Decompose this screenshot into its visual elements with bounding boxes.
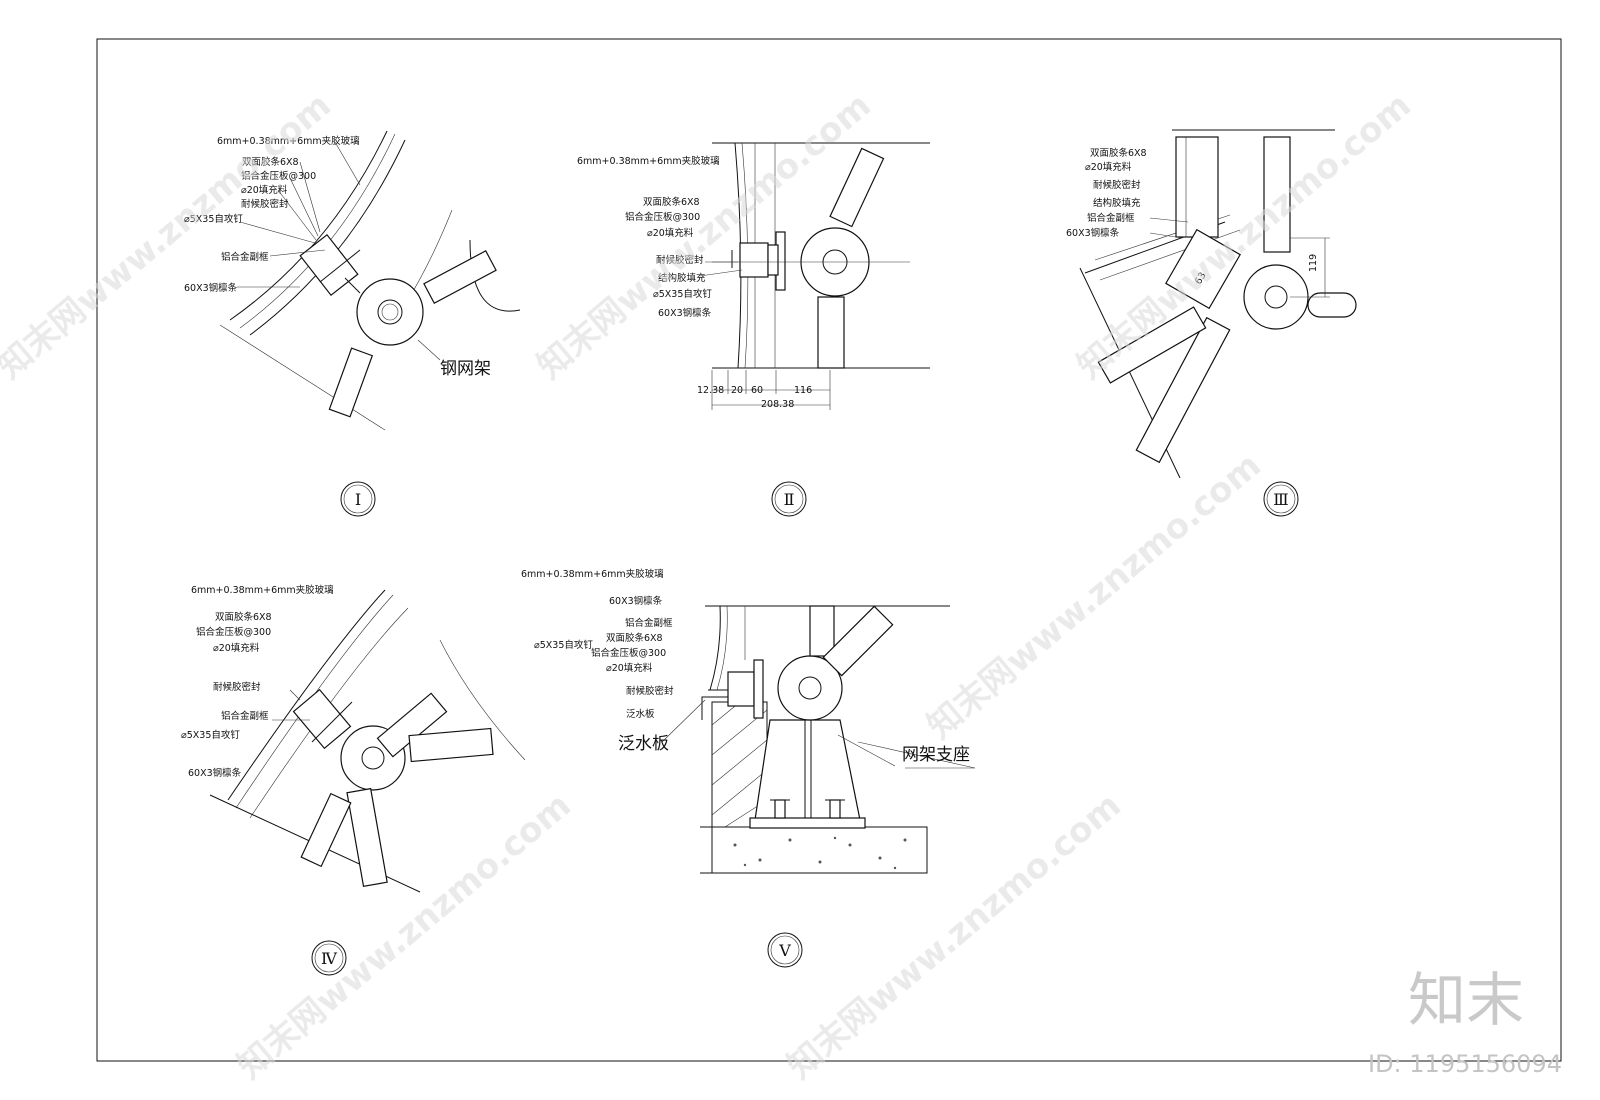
dim-2-d: 116 [794,385,812,396]
label-4-tape: 双面胶条6X8 [215,611,272,623]
detail-4: 6mm+0.38mm+6mm夹胶玻璃 双面胶条6X8 铝合金压板@300 ⌀20… [181,584,526,976]
detail-1-number: Ⅰ [355,490,361,509]
label-5-flashing-small: 泛水板 [626,708,655,720]
label-5-sealant: 耐候胶密封 [626,685,674,697]
label-1-glass: 6mm+0.38mm+6mm夹胶玻璃 [217,135,360,147]
label-4-glass: 6mm+0.38mm+6mm夹胶玻璃 [191,584,334,596]
label-5-subframe: 铝合金副框 [625,617,673,629]
label-4-subframe: 铝合金副框 [221,710,269,722]
label-1-screw: ⌀5X35自攻钉 [184,213,243,225]
label-1-sealant: 耐候胶密封 [241,198,289,210]
label-5-plate: 铝合金压板@300 [591,647,666,659]
sheet-border [96,38,1562,1062]
label-3-tape: 双面胶条6X8 [1090,147,1147,159]
label-1-plate: 铝合金压板@300 [241,170,316,182]
label-2-screw: ⌀5X35自攻钉 [653,288,712,300]
watermark-text: 知末网www.znzmo.com [230,785,579,1087]
label-2-tape: 双面胶条6X8 [643,196,700,208]
dim-3-a: 119 [1308,254,1319,272]
watermark-logo: 知末 [1408,966,1524,1034]
label-2-glass: 6mm+0.38mm+6mm夹胶玻璃 [577,155,720,167]
label-2-filler: ⌀20填充料 [647,227,694,239]
label-5-tape: 双面胶条6X8 [606,632,663,644]
label-5-flashing: 泛水板 [618,734,669,754]
watermark-text: 知末网www.znzmo.com [0,85,339,387]
detail-5-number: Ⅴ [778,941,791,960]
label-2-structural: 结构胶填充 [658,272,706,284]
label-3-filler: ⌀20填充料 [1085,161,1132,173]
label-2-sealant: 耐候胶密封 [656,254,704,266]
watermark-text: 知末网www.znzmo.com [920,445,1269,747]
label-1-tape: 双面胶条6X8 [242,156,299,168]
detail-3: 119 63 双面胶条6X8 ⌀20填充料 耐候胶密封 结构胶填充 铝合金副框 … [1066,129,1357,517]
detail-2: 6mm+0.38mm+6mm夹胶玻璃 双面胶条6X8 铝合金压板@300 ⌀20… [577,142,930,517]
label-5-filler: ⌀20填充料 [606,662,653,674]
label-3-structural: 结构胶填充 [1093,197,1141,209]
label-3-subframe: 铝合金副框 [1087,212,1135,224]
detail-5: 6mm+0.38mm+6mm夹胶玻璃 60X3钢檩条 铝合金副框 双面胶条6X8… [521,568,976,968]
label-4-plate: 铝合金压板@300 [196,626,271,638]
dim-2-a: 12.38 [697,385,724,396]
label-5-purlin: 60X3钢檩条 [609,595,663,607]
label-3-sealant: 耐候胶密封 [1093,179,1141,191]
dim-2-c: 60 [751,385,763,396]
dim-2-total: 208.38 [761,399,794,410]
label-1-grid: 钢网架 [440,359,491,379]
label-4-purlin: 60X3钢檩条 [188,767,242,779]
label-4-filler: ⌀20填充料 [213,642,260,654]
label-4-sealant: 耐候胶密封 [213,681,261,693]
watermark-text: 知末网www.znzmo.com [780,785,1129,1087]
dim-3-b: 63 [1193,271,1209,287]
label-5-support: 网架支座 [902,745,970,765]
label-2-plate: 铝合金压板@300 [625,211,700,223]
label-1-filler: ⌀20填充料 [241,184,288,196]
dim-2-b: 20 [731,385,743,396]
detail-2-number: Ⅱ [784,490,795,509]
label-4-screw: ⌀5X35自攻钉 [181,729,240,741]
detail-3-number: Ⅲ [1273,490,1288,509]
watermark-text: 知末网www.znzmo.com [1070,85,1419,387]
label-1-purlin: 60X3钢檩条 [184,282,238,294]
label-3-purlin: 60X3钢檩条 [1066,227,1120,239]
label-5-screw: ⌀5X35自攻钉 [534,639,593,651]
label-5-glass: 6mm+0.38mm+6mm夹胶玻璃 [521,568,664,580]
label-1-subframe: 铝合金副框 [221,251,269,263]
watermark-id: ID: 1195156094 [1368,1050,1562,1078]
detail-4-number: Ⅳ [321,949,338,968]
label-2-purlin: 60X3钢檩条 [658,307,712,319]
node-ball-1 [356,278,424,346]
detail-1: 6mm+0.38mm+6mm夹胶玻璃 双面胶条6X8 铝合金压板@300 ⌀20… [184,130,521,517]
